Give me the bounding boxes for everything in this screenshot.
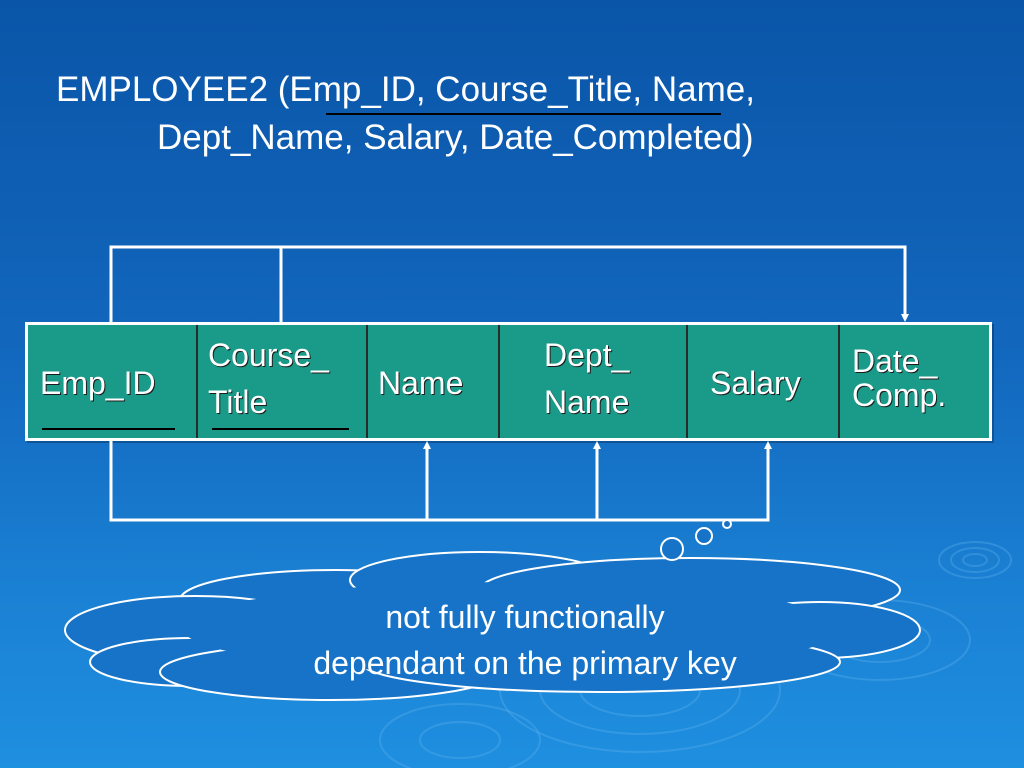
column-label: Dept_ — [544, 337, 630, 373]
slide-title-line2: Dept_Name, Salary, Date_Completed) — [157, 118, 754, 157]
column-label: Emp_ID — [40, 365, 156, 401]
column-label-line2: Title — [208, 384, 268, 420]
slide-title-line1: EMPLOYEE2 (Emp_ID, Course_Title, Name, — [56, 70, 755, 109]
partial-dependency-line — [109, 441, 772, 522]
primary-key-underline — [326, 113, 721, 115]
relation-table: Emp_ID Course_ Title Name Dept_ — [25, 322, 992, 441]
column-label: Salary — [710, 365, 801, 401]
column-salary: Salary — [686, 323, 840, 440]
primary-key-underline — [212, 428, 349, 430]
column-name: Name — [366, 323, 500, 440]
column-date-comp: Date_ Comp. — [838, 323, 991, 440]
primary-key-underline — [42, 428, 175, 430]
column-label-line2: Comp. — [852, 377, 947, 413]
column-course-title: Course_ Title — [196, 323, 368, 440]
column-dept-name: Dept_ Name — [498, 323, 688, 440]
column-label: Date_ — [852, 343, 938, 379]
thought-bubble-small — [722, 519, 732, 529]
column-label: Name — [378, 365, 464, 401]
column-label-line2: Name — [544, 384, 630, 420]
column-label: Course_ — [208, 337, 329, 373]
column-emp-id: Emp_ID — [26, 323, 198, 440]
thought-bubble-large — [660, 537, 684, 561]
thought-bubble-medium — [695, 527, 713, 545]
full-dependency-line — [109, 245, 909, 322]
annotation-line1: not fully functionally — [385, 599, 665, 635]
annotation-line2: dependant on the primary key — [313, 645, 737, 681]
